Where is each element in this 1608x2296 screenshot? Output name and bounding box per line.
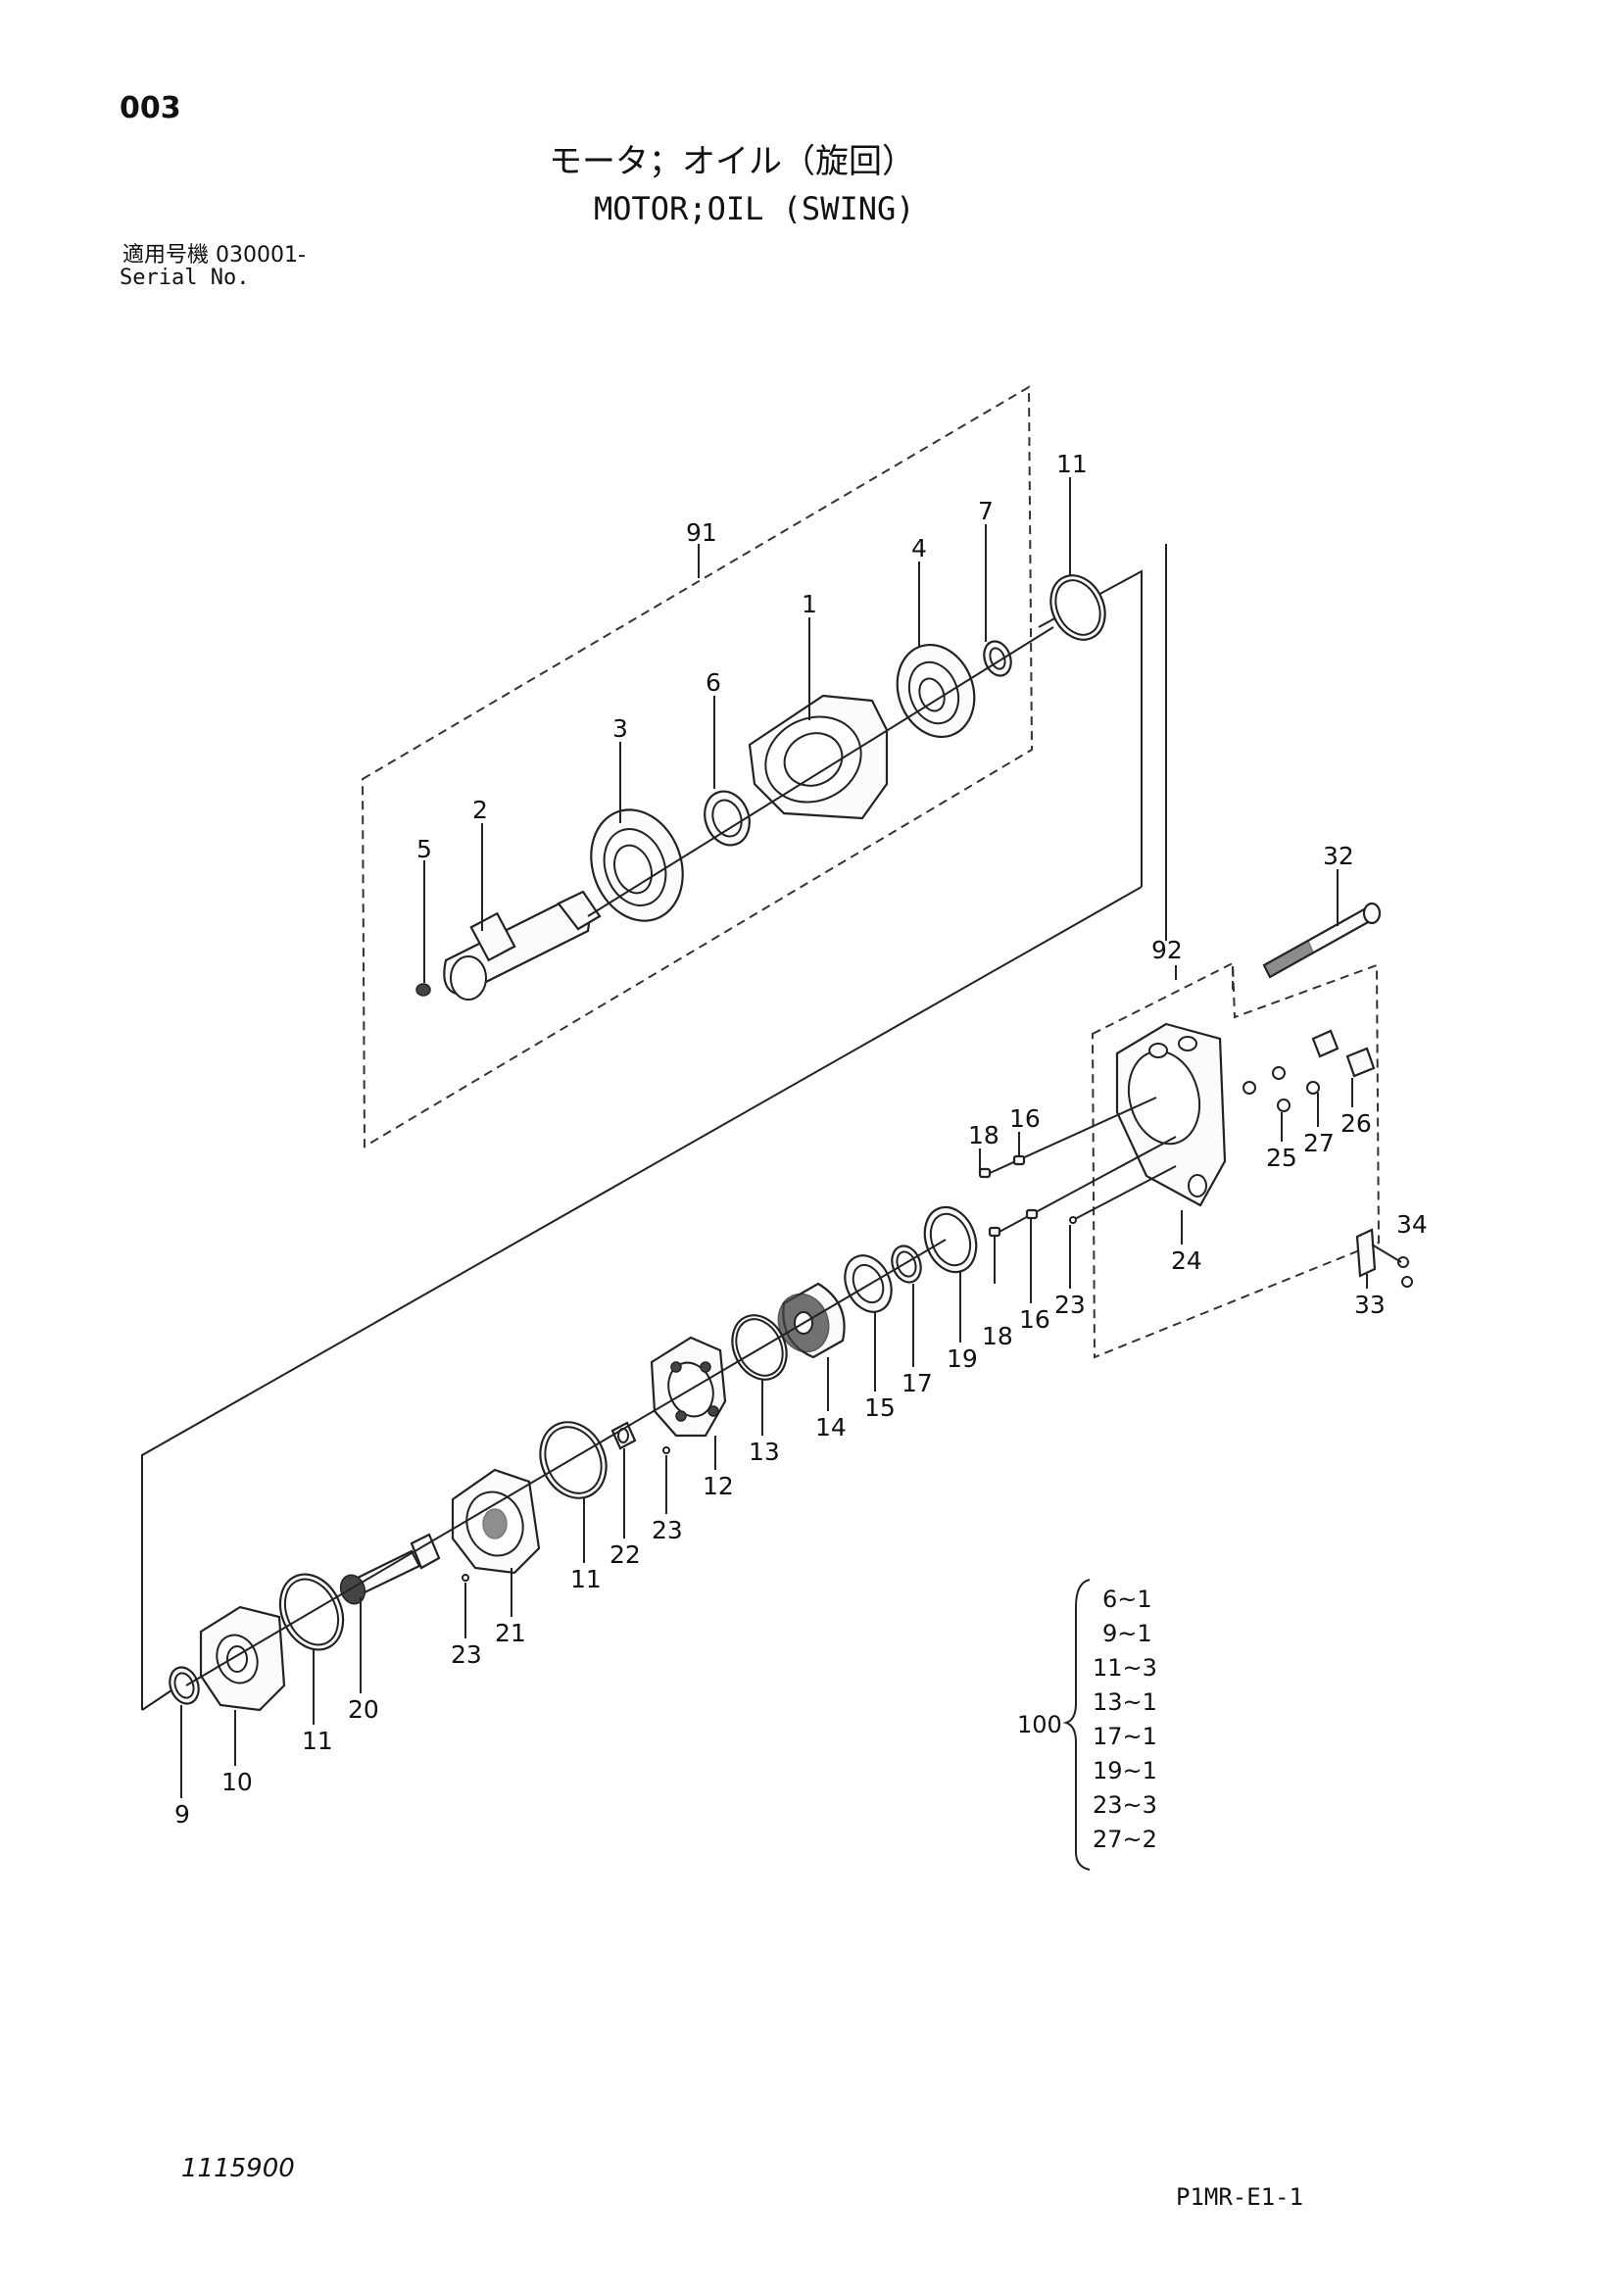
part-11-o-ring-top bbox=[1049, 574, 1106, 641]
kit-item: 23~3 bbox=[1093, 1791, 1157, 1819]
label-10: 10 bbox=[221, 1768, 253, 1796]
part-5-pin bbox=[415, 983, 431, 997]
label-18b: 18 bbox=[982, 1322, 1013, 1350]
label-20: 20 bbox=[348, 1695, 379, 1724]
serial-label-english: Serial No. bbox=[120, 266, 250, 290]
kit-100-list: 100 6~1 9~1 11~3 13~1 17~1 19~1 23~3 27~… bbox=[1017, 1579, 1157, 1871]
part-12-plate bbox=[650, 1336, 727, 1438]
part-6-ring bbox=[704, 790, 751, 847]
assembly-91-boundary bbox=[361, 385, 1034, 1148]
part-20-shaft bbox=[339, 1533, 441, 1605]
part-9-ring bbox=[169, 1666, 200, 1705]
part-4-bearing bbox=[896, 643, 976, 739]
kit-item: 9~1 bbox=[1102, 1620, 1152, 1647]
label-34: 34 bbox=[1396, 1210, 1428, 1239]
label-21: 21 bbox=[495, 1619, 526, 1647]
part-3-bearing bbox=[590, 808, 684, 922]
part-21-plate bbox=[451, 1468, 541, 1575]
label-13: 13 bbox=[749, 1438, 780, 1466]
leader-34 bbox=[1371, 1244, 1402, 1263]
part-19-ring bbox=[923, 1205, 978, 1274]
label-26: 26 bbox=[1340, 1109, 1372, 1138]
label-12: 12 bbox=[703, 1472, 734, 1500]
part-10-cover bbox=[199, 1605, 286, 1712]
outline-diagonal bbox=[141, 886, 1143, 1710]
label-91: 91 bbox=[686, 518, 717, 547]
serial-label-japanese: 適用号機 030001- bbox=[122, 243, 306, 268]
kit-item: 27~2 bbox=[1093, 1826, 1157, 1853]
part-1-housing bbox=[748, 694, 889, 820]
label-4: 4 bbox=[911, 534, 927, 562]
part-25-27-26-plugs bbox=[1243, 1029, 1376, 1112]
part-11-o-ring-mid bbox=[539, 1421, 608, 1499]
kit-item: 19~1 bbox=[1093, 1757, 1157, 1784]
label-27: 27 bbox=[1303, 1129, 1335, 1157]
label-24: 24 bbox=[1171, 1246, 1202, 1275]
centerline-lower bbox=[185, 1239, 947, 1686]
label-11-mid: 11 bbox=[570, 1565, 602, 1593]
label-19: 19 bbox=[947, 1344, 978, 1373]
kit-item: 11~3 bbox=[1093, 1654, 1157, 1682]
label-7: 7 bbox=[978, 497, 994, 525]
kit-item: 17~1 bbox=[1093, 1723, 1157, 1750]
label-23c: 23 bbox=[451, 1640, 482, 1669]
centerline-91 bbox=[587, 626, 1054, 917]
document-number: 1115900 bbox=[181, 2154, 295, 2183]
part-33-34-bracket bbox=[1355, 1228, 1413, 1288]
label-92: 92 bbox=[1151, 936, 1183, 964]
label-14: 14 bbox=[815, 1413, 847, 1441]
label-9: 9 bbox=[174, 1800, 190, 1829]
label-17: 17 bbox=[901, 1369, 933, 1397]
page-title-japanese: モータ；オイル（旋回） bbox=[549, 142, 915, 181]
label-33: 33 bbox=[1354, 1291, 1386, 1319]
label-1: 1 bbox=[802, 590, 817, 618]
part-23-pin-c bbox=[462, 1574, 469, 1582]
page-number: 003 bbox=[120, 91, 181, 125]
part-32-bolt bbox=[1262, 902, 1382, 979]
label-5: 5 bbox=[416, 835, 432, 863]
label-23a: 23 bbox=[1054, 1291, 1086, 1319]
kit-item: 6~1 bbox=[1102, 1586, 1152, 1613]
label-32: 32 bbox=[1323, 842, 1354, 870]
label-6: 6 bbox=[706, 668, 721, 697]
label-16b: 16 bbox=[1019, 1305, 1050, 1334]
label-15: 15 bbox=[864, 1393, 896, 1422]
label-23b: 23 bbox=[652, 1516, 683, 1544]
part-13-o-ring bbox=[731, 1314, 788, 1381]
label-22: 22 bbox=[609, 1540, 641, 1569]
page-title-english: MOTOR;OIL (SWING) bbox=[594, 190, 915, 227]
kit-number: 100 bbox=[1017, 1711, 1062, 1738]
part-24-valve-body bbox=[1115, 1022, 1227, 1207]
part-23-pin-b bbox=[662, 1446, 670, 1454]
label-18a: 18 bbox=[968, 1121, 999, 1149]
label-16a: 16 bbox=[1009, 1104, 1041, 1133]
part-16-18-pins bbox=[978, 1097, 1177, 1238]
kit-brace bbox=[1062, 1579, 1091, 1871]
part-17-ring bbox=[891, 1245, 922, 1284]
label-25: 25 bbox=[1266, 1144, 1297, 1172]
kit-item: 13~1 bbox=[1093, 1688, 1157, 1716]
label-11-top: 11 bbox=[1056, 450, 1088, 478]
label-3: 3 bbox=[612, 714, 628, 743]
outline-bottom bbox=[141, 1689, 172, 1711]
label-2: 2 bbox=[472, 796, 488, 824]
part-7-snap-ring bbox=[983, 640, 1012, 677]
assembly-92-boundary bbox=[1091, 961, 1381, 1359]
part-15-bearing bbox=[844, 1254, 893, 1313]
part-22-pin bbox=[610, 1421, 637, 1450]
page-code: P1MR-E1-1 bbox=[1176, 2183, 1304, 2211]
label-11-low: 11 bbox=[302, 1727, 333, 1755]
part-2-shaft bbox=[443, 890, 602, 1001]
